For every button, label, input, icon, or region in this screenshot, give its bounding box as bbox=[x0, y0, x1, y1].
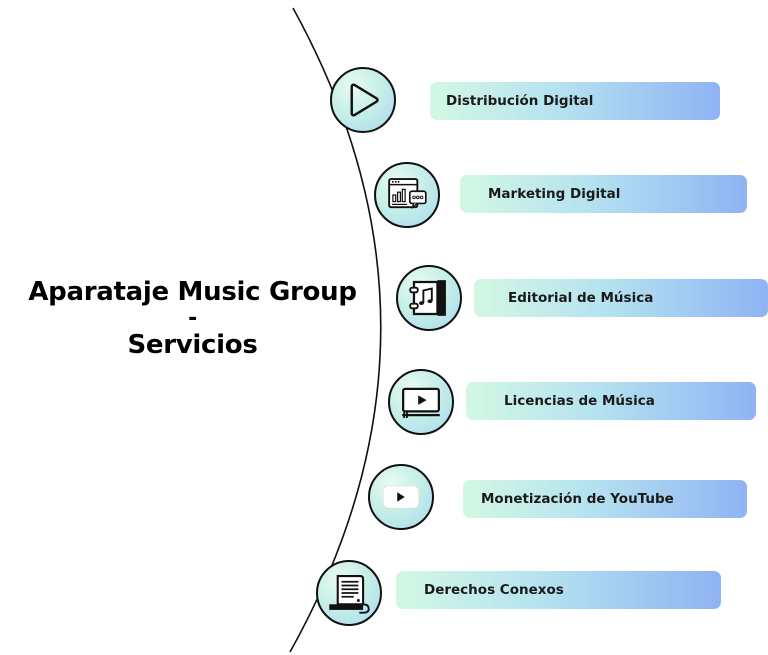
service-node-marketing bbox=[374, 162, 440, 228]
service-label: Derechos Conexos bbox=[424, 582, 564, 598]
play-triangle-icon bbox=[350, 83, 379, 117]
title-line-1: Aparataje Music Group bbox=[28, 277, 357, 307]
service-node-youtube bbox=[368, 464, 434, 530]
service-pill-youtube: Monetización de YouTube bbox=[463, 480, 747, 518]
service-pill-distribucion: Distribución Digital bbox=[430, 82, 720, 120]
service-pill-licencias: Licencias de Música bbox=[466, 382, 756, 420]
youtube-play-icon bbox=[382, 485, 420, 509]
service-pill-editorial: Editorial de Música bbox=[474, 279, 768, 317]
service-label: Marketing Digital bbox=[488, 186, 621, 202]
document-scroll-icon bbox=[329, 575, 370, 614]
service-label: Distribución Digital bbox=[446, 93, 594, 109]
service-label: Editorial de Música bbox=[508, 290, 654, 306]
analytics-browser-icon bbox=[388, 178, 427, 210]
video-monitor-icon bbox=[402, 387, 440, 418]
service-label: Licencias de Música bbox=[504, 393, 655, 409]
service-label: Monetización de YouTube bbox=[481, 491, 674, 507]
diagram-title: Aparataje Music Group - Servicios bbox=[0, 276, 385, 362]
service-pill-derechos: Derechos Conexos bbox=[396, 571, 721, 609]
music-book-icon bbox=[409, 280, 446, 316]
title-separator: - bbox=[188, 306, 197, 331]
title-line-2: Servicios bbox=[127, 330, 258, 360]
service-node-editorial bbox=[396, 265, 462, 331]
service-node-derechos bbox=[316, 560, 382, 626]
service-node-distribucion bbox=[330, 67, 396, 133]
service-node-licencias bbox=[388, 369, 454, 435]
service-pill-marketing: Marketing Digital bbox=[460, 175, 747, 213]
